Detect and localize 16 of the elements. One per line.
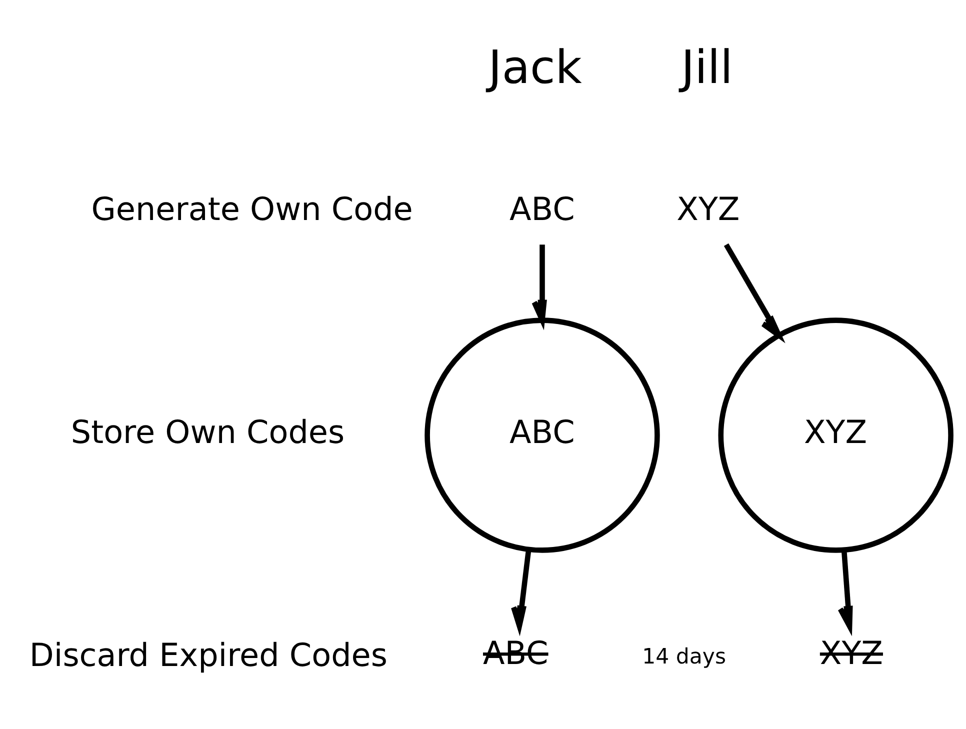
label: 14 days — [642, 644, 726, 670]
label: Store Own Codes — [70, 413, 345, 452]
node-text: XYZ — [820, 634, 883, 672]
label: Jill — [681, 40, 733, 94]
label: Jack — [488, 40, 582, 94]
node-text: ABC — [510, 190, 575, 228]
arrow — [724, 243, 786, 344]
node-circle: XYZ — [718, 318, 954, 553]
label: Generate Own Code — [91, 190, 413, 228]
arrow — [838, 550, 853, 636]
node-text: ABC — [483, 634, 548, 672]
node-text: XYZ — [676, 190, 740, 228]
node-circle: ABC — [424, 318, 660, 553]
arrow — [510, 550, 532, 636]
label: Discard Expired Codes — [29, 636, 388, 674]
arrow — [532, 244, 547, 330]
